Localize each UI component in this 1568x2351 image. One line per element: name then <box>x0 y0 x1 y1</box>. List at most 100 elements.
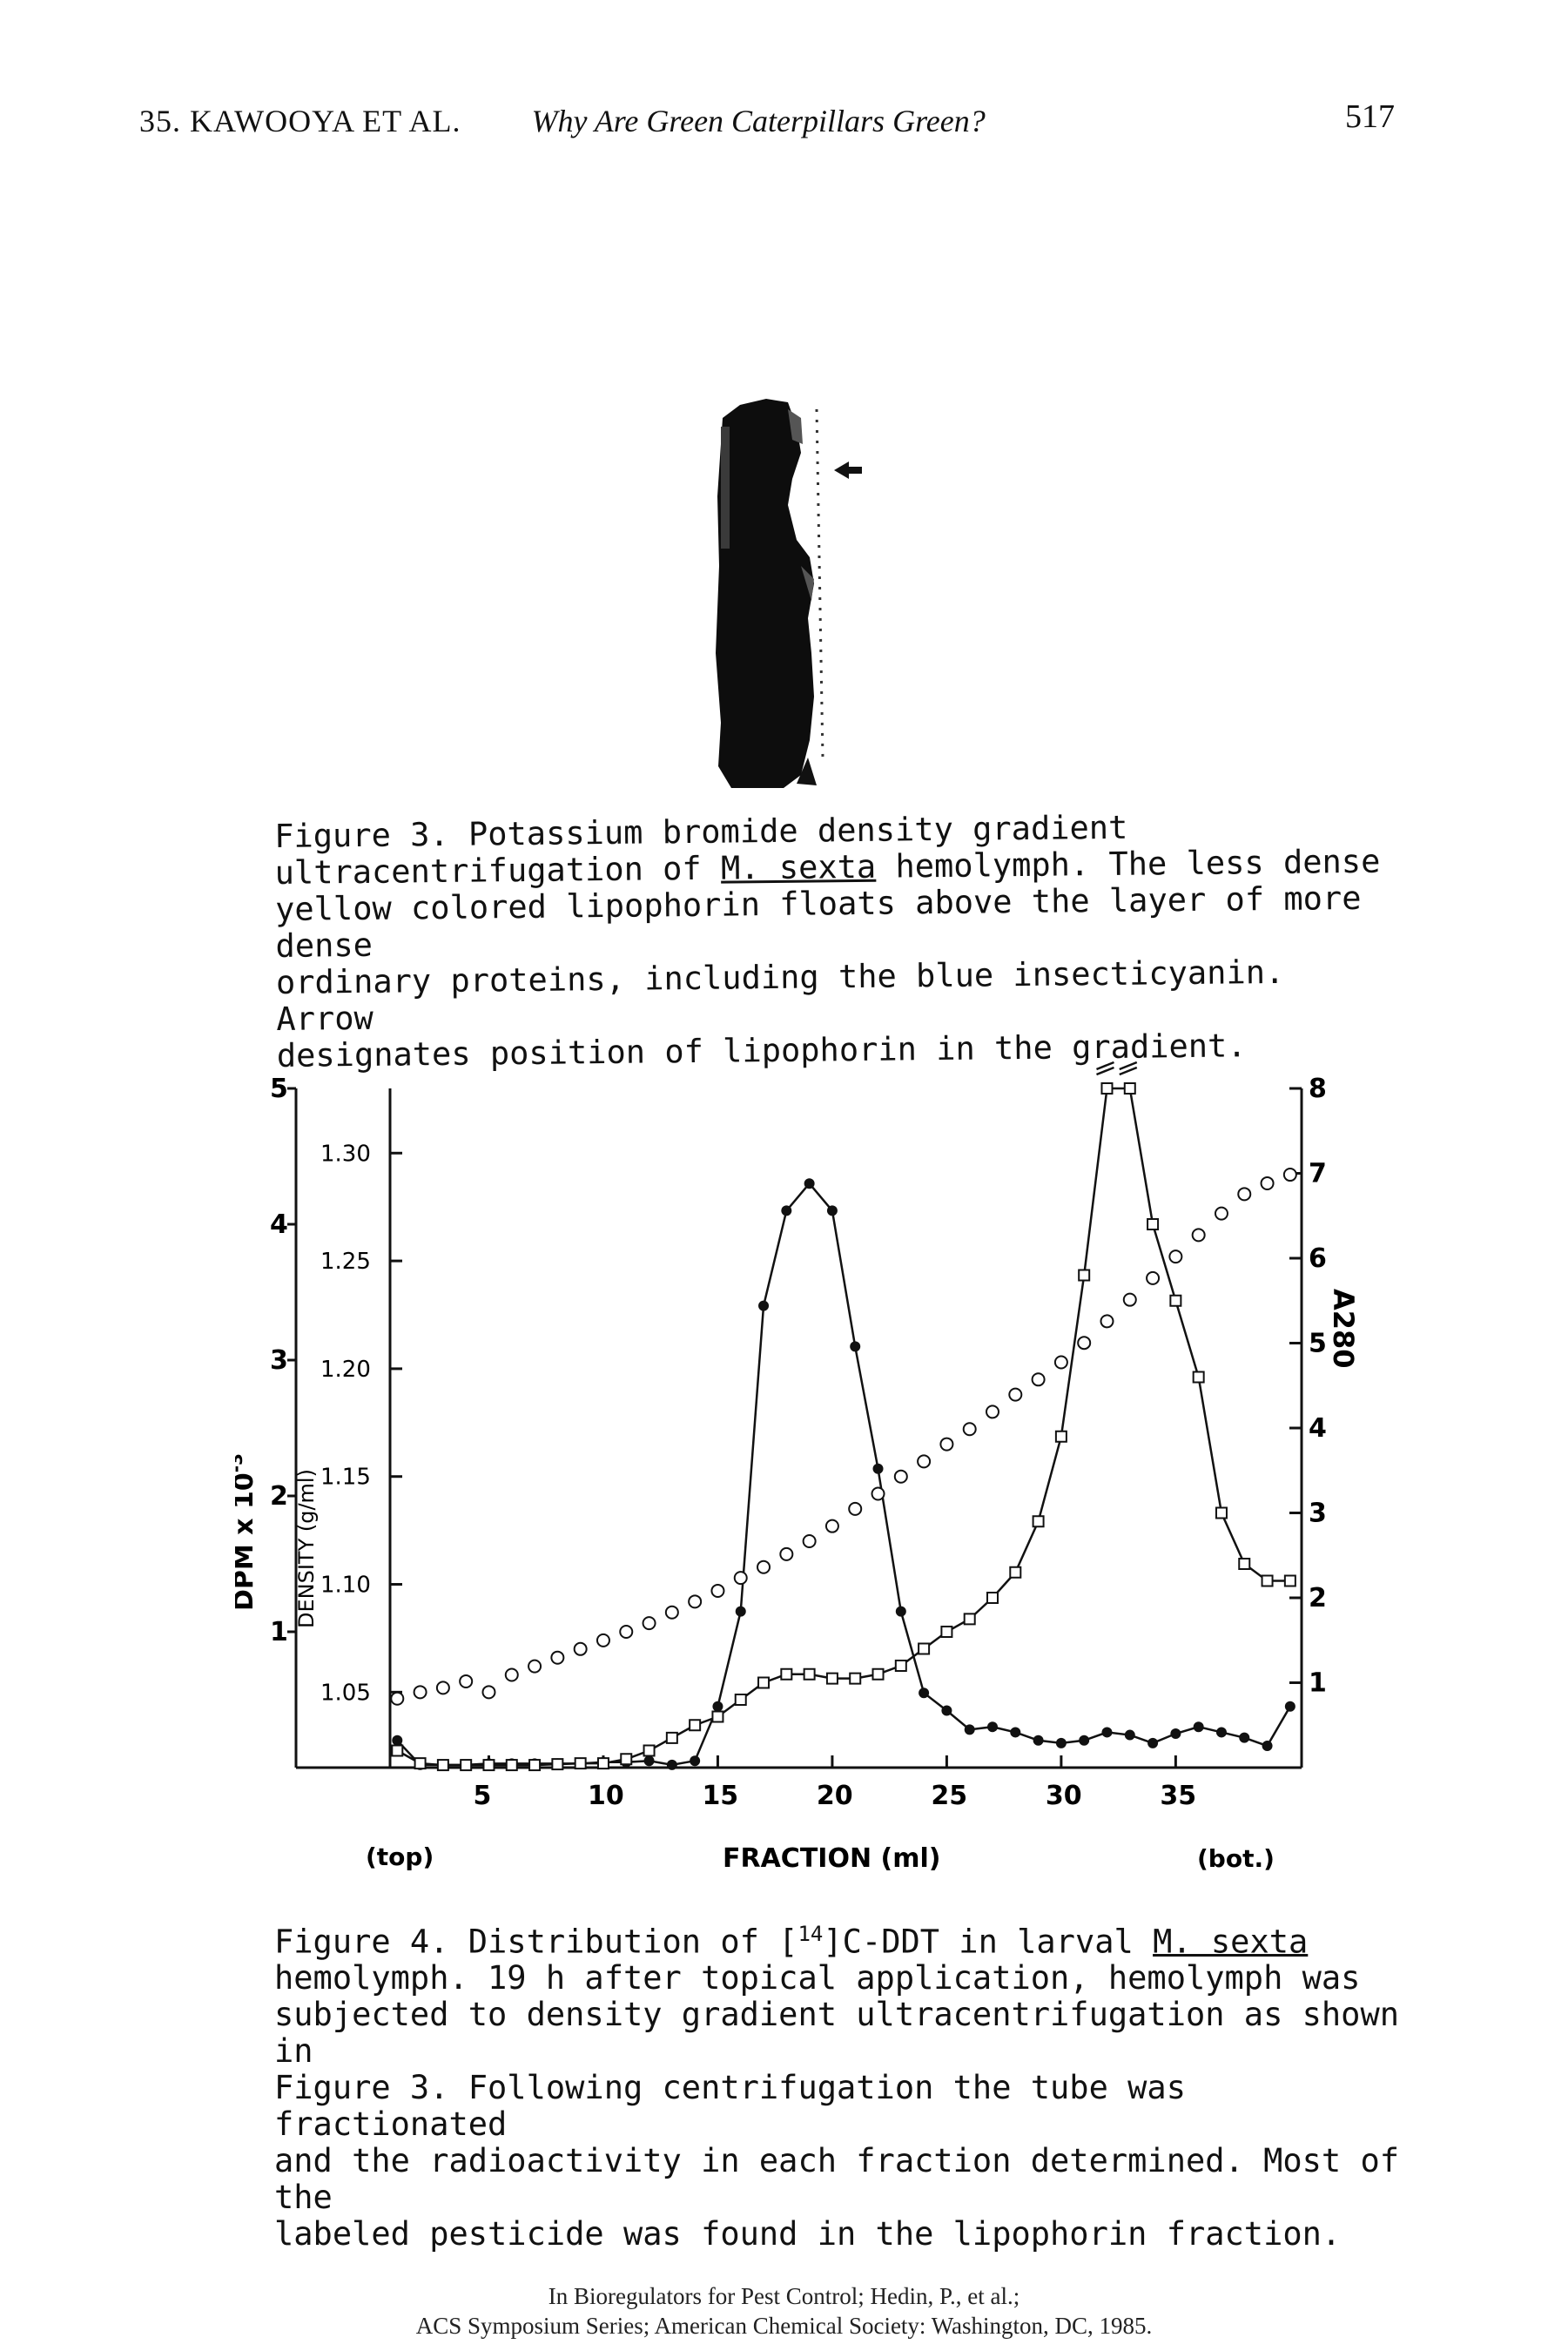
density-point <box>871 1486 885 1501</box>
a280-point <box>1192 1371 1205 1384</box>
chart-axes <box>294 1061 1303 1769</box>
page-number: 517 <box>1345 98 1395 135</box>
density-point <box>1168 1250 1183 1264</box>
dpm-point <box>987 1721 998 1733</box>
dpm-point <box>1262 1741 1273 1752</box>
density-point <box>528 1659 542 1674</box>
dpm-point <box>964 1724 975 1735</box>
figure3-line2a: ultracentrifugation of <box>274 849 722 892</box>
a280-point <box>551 1758 564 1771</box>
x-axis-top-label: (top) <box>366 1842 434 1871</box>
axis-break-mark <box>1096 1061 1114 1071</box>
density-point <box>962 1422 977 1437</box>
dpm-point <box>1101 1727 1113 1738</box>
density-point <box>824 1519 839 1533</box>
density-point <box>390 1691 405 1706</box>
x-tick-label: 35 <box>1160 1781 1196 1811</box>
density-point <box>573 1641 588 1656</box>
a280-point <box>1261 1574 1274 1587</box>
density-point <box>1214 1206 1228 1221</box>
axis-break-mark <box>1096 1066 1114 1076</box>
figure3-label: Figure 3. <box>273 815 449 855</box>
a280-point <box>825 1672 838 1685</box>
figure4-line1a: Distribution of [ <box>468 1923 798 1961</box>
dpm-axis-label-text: DPM x 10 <box>235 1472 259 1611</box>
density-point <box>710 1583 725 1598</box>
species-name: M. sexta <box>720 847 877 887</box>
a280-point <box>1169 1294 1182 1307</box>
a280-tick-label: 5 <box>1309 1329 1327 1359</box>
figure3-line3: yellow colored lipophorin floats above t… <box>274 879 1362 965</box>
dpm-point <box>643 1755 655 1767</box>
a280-point <box>711 1710 724 1723</box>
density-point <box>893 1469 908 1484</box>
figure4-line6: labeled pesticide was found in the lipop… <box>274 2215 1342 2253</box>
density-point <box>504 1667 519 1682</box>
density-point <box>1077 1336 1092 1351</box>
dpm-point <box>1079 1735 1090 1746</box>
density-axis-label: DENSITY (g/ml) <box>294 1469 319 1628</box>
a280-point <box>1032 1515 1045 1528</box>
a280-point <box>918 1642 931 1655</box>
dpm-point <box>392 1735 403 1746</box>
dpm-point <box>895 1606 906 1617</box>
a280-point <box>963 1613 976 1626</box>
a280-point <box>596 1757 609 1770</box>
figure4-caption: Figure 4. Distribution of [14]C-DDT in l… <box>274 1916 1423 2253</box>
dpm-point <box>1147 1737 1159 1748</box>
a280-point <box>894 1660 907 1672</box>
density-point <box>1008 1387 1023 1402</box>
figure3-line4: ordinary proteins, including the blue in… <box>275 953 1285 1038</box>
source-footer: In Bioregulators for Pest Control; Hedin… <box>0 2281 1568 2341</box>
x-tick-label: 15 <box>702 1781 738 1811</box>
density-point <box>550 1650 565 1665</box>
density-point <box>619 1625 634 1639</box>
dpm-tick-label: 4 <box>270 1209 288 1240</box>
density-point <box>413 1685 427 1700</box>
a280-point <box>780 1667 793 1681</box>
a280-tick-label: 4 <box>1309 1413 1327 1444</box>
dpm-point <box>1010 1727 1021 1738</box>
density-point <box>596 1633 610 1647</box>
a280-point <box>689 1719 702 1732</box>
dpm-point <box>1193 1721 1204 1733</box>
figure4-line5: and the radioactivity in each fraction d… <box>274 2142 1400 2217</box>
open-square-series-line <box>396 1087 1290 1767</box>
dpm-point <box>735 1606 746 1617</box>
density-point <box>1100 1314 1114 1329</box>
photo-left-streak <box>721 427 730 549</box>
isotope-superscript: 14 <box>797 1922 824 1946</box>
density-tick-label: 1.20 <box>320 1357 371 1383</box>
x-tick-label: 30 <box>1046 1781 1082 1811</box>
dpm-point <box>941 1705 952 1716</box>
a280-point <box>1009 1566 1022 1579</box>
dpm-point <box>850 1341 861 1352</box>
running-head: 35. KAWOOYA ET AL. Why Are Green Caterpi… <box>139 103 986 139</box>
density-point <box>1053 1355 1068 1370</box>
a280-point <box>986 1592 999 1604</box>
figure3-line2b: hemolymph. The less dense <box>875 842 1381 886</box>
a280-point <box>1215 1506 1228 1519</box>
a280-point <box>1283 1574 1296 1587</box>
x-tick-label: 25 <box>931 1781 967 1811</box>
dpm-point <box>690 1755 701 1767</box>
photo-speckle <box>788 409 814 601</box>
footer-line2: ACS Symposium Series; American Chemical … <box>415 2313 1153 2339</box>
density-point <box>1260 1176 1275 1190</box>
dpm-tick-label: 2 <box>270 1481 288 1512</box>
density-tick-label: 1.30 <box>320 1141 371 1167</box>
a280-point <box>665 1731 678 1744</box>
dpm-point <box>1284 1701 1295 1712</box>
figure3-caption: Figure 3. Potassium bromide density grad… <box>274 807 1383 1074</box>
figure4-label: Figure 4. <box>274 1923 449 1961</box>
photo-bottom-notch <box>797 758 817 785</box>
figure4-line4: Figure 3. Following centrifugation the t… <box>274 2069 1186 2144</box>
a280-point <box>1078 1269 1091 1282</box>
dpm-tick-label: 1 <box>270 1617 288 1647</box>
figure4-line3: subjected to density gradient ultracentr… <box>274 1996 1400 2071</box>
density-point <box>642 1616 656 1631</box>
a280-point <box>1147 1218 1160 1230</box>
density-point <box>939 1437 954 1452</box>
a280-point <box>414 1757 427 1770</box>
